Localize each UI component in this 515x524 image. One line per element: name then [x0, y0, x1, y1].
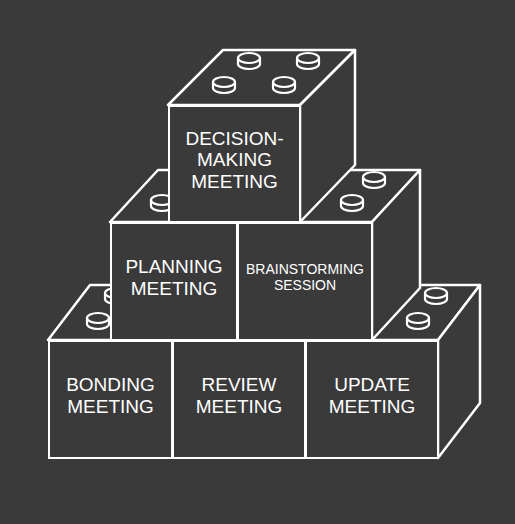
meeting-block: PLANNING MEETING [110, 222, 238, 341]
block-side-face [372, 170, 420, 340]
block-stud [238, 53, 260, 69]
block-stud [363, 172, 385, 188]
block-side-face [300, 50, 355, 222]
block-label: BRAINSTORMING SESSION [245, 262, 365, 293]
block-stud [213, 77, 235, 93]
block-label: DECISION- MAKING MEETING [176, 128, 293, 192]
block-side-face [438, 285, 480, 458]
block-label: UPDATE MEETING [313, 374, 431, 417]
block-label: BONDING MEETING [56, 374, 165, 417]
block-stud [273, 77, 295, 93]
meeting-block: DECISION- MAKING MEETING [168, 105, 301, 223]
meeting-block: BONDING MEETING [48, 340, 173, 459]
block-stud [87, 313, 109, 329]
block-stud [297, 53, 319, 69]
block-label: REVIEW MEETING [180, 374, 298, 417]
block-stud [407, 313, 429, 329]
block-stud [425, 288, 447, 304]
block-stud [341, 195, 363, 211]
block-label: PLANNING MEETING [118, 256, 230, 299]
meeting-block: BRAINSTORMING SESSION [237, 222, 373, 341]
meeting-block: UPDATE MEETING [305, 340, 439, 459]
meeting-block: REVIEW MEETING [172, 340, 306, 459]
